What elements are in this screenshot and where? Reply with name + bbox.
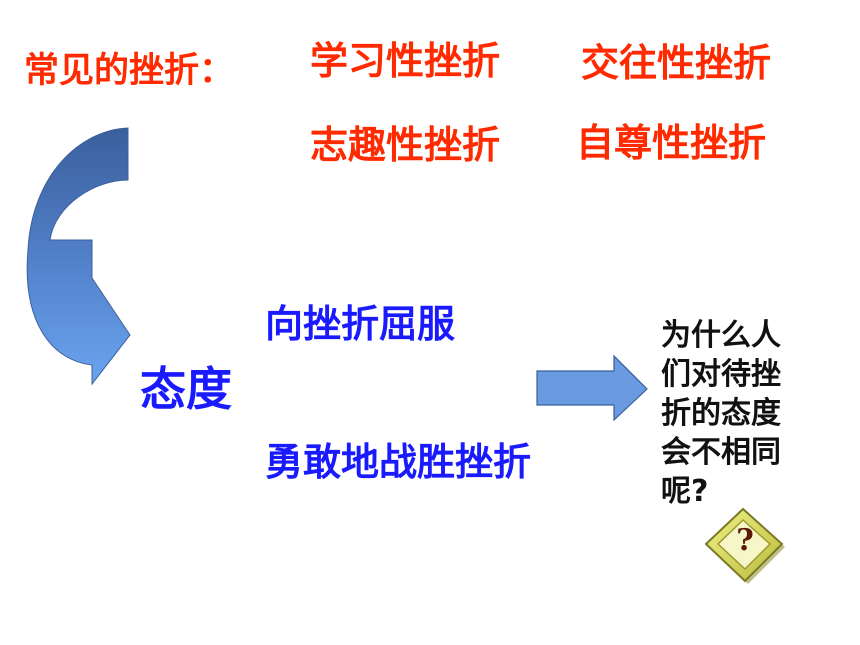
frustration-type-selfesteem: 自尊性挫折: [576, 121, 767, 165]
page-title: 常见的挫折：: [24, 51, 235, 91]
attitude-label: 态度: [140, 362, 232, 416]
attitude-option-overcome: 勇敢地战胜挫折: [265, 440, 532, 484]
curved-arrow-icon: [26, 127, 131, 386]
question-mark-icon: [704, 507, 785, 584]
frustration-type-learning: 学习性挫折: [310, 39, 501, 83]
question-badge-symbol: ?: [736, 523, 754, 558]
question-text: 为什么人们对待挫折的态度会不相同呢?: [661, 318, 781, 509]
right-arrow-icon: [536, 354, 648, 422]
frustration-type-social: 交往性挫折: [581, 41, 772, 85]
attitude-option-yield: 向挫折屈服: [265, 302, 456, 346]
frustration-type-interest: 志趣性挫折: [310, 123, 501, 167]
